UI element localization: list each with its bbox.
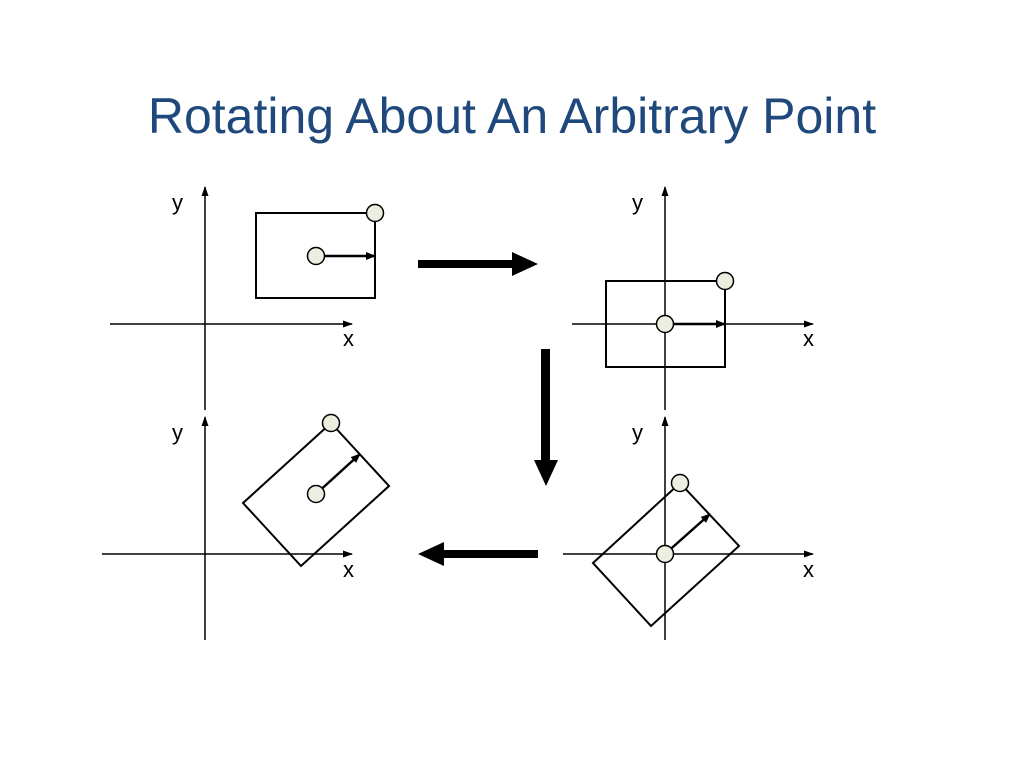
- corner-point: [670, 473, 690, 493]
- arrow-right-icon: [418, 252, 538, 276]
- rectangle-shape: [241, 421, 391, 568]
- slide-title: Rotating About An Arbitrary Point: [147, 88, 877, 144]
- panel-translated-back: x y: [102, 413, 391, 640]
- panel-original: x y: [110, 186, 385, 410]
- flow-arrow-right: [418, 252, 538, 276]
- arrow-down-icon: [534, 349, 558, 486]
- x-axis-label: x: [343, 326, 354, 351]
- rectangle-shape: [591, 481, 741, 628]
- panel-translated: x y: [572, 186, 814, 410]
- pivot-point: [655, 314, 675, 334]
- flow-arrow-down: [534, 349, 558, 486]
- corner-point: [715, 271, 735, 291]
- corner-point: [365, 203, 385, 223]
- y-axis-label: y: [172, 190, 183, 215]
- pivot-point: [655, 544, 675, 564]
- direction-arrow: [664, 513, 711, 555]
- y-axis-label: y: [172, 420, 183, 445]
- corner-point: [321, 413, 341, 433]
- pivot-point: [306, 484, 326, 504]
- direction-arrow: [315, 453, 361, 495]
- y-axis-label: y: [632, 420, 643, 445]
- flow-arrow-left: [418, 542, 538, 566]
- x-axis-label: x: [803, 557, 814, 582]
- arrow-left-icon: [418, 542, 538, 566]
- x-axis-label: x: [803, 326, 814, 351]
- panel-rotated-at-origin: x y: [563, 416, 814, 640]
- y-axis-label: y: [632, 190, 643, 215]
- x-axis-label: x: [343, 557, 354, 582]
- pivot-point: [306, 246, 326, 266]
